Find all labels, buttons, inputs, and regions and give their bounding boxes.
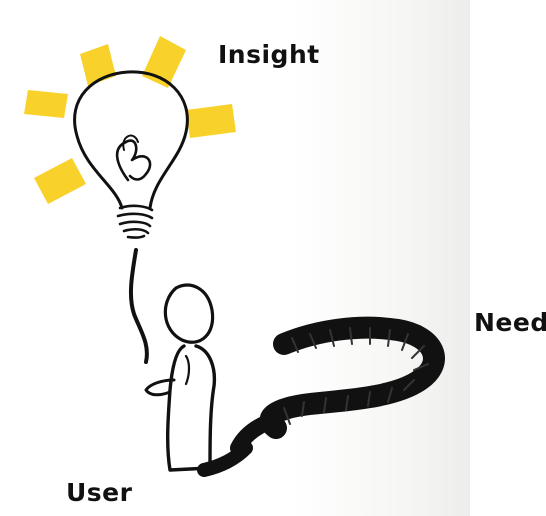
paper-background [0,0,470,516]
insight-label: Insight [218,40,320,69]
sticky-note-right [186,104,236,138]
figure-body [165,344,217,472]
figure-shadow [197,441,253,477]
bulb-filament [115,139,152,182]
need-label: Need [474,308,546,337]
path-hatch-light [283,327,429,425]
lightbulb-icon [73,70,189,364]
figure-head [163,283,215,344]
figure-chest-line [184,354,191,386]
bulb-cord [128,248,149,364]
bulb-filament-inner [122,134,139,151]
sticky-note-left [24,90,68,118]
stick-figure-icon [144,283,253,477]
figure-arm [144,378,176,397]
user-label: User [66,478,133,507]
sticky-note-bottom-left [34,158,86,204]
bulb-outline [73,70,189,210]
question-mark-path-icon [230,316,445,456]
sticky-notes-group [24,36,236,204]
path-outer-stroke [259,316,445,439]
bulb-screw-base [116,204,154,239]
